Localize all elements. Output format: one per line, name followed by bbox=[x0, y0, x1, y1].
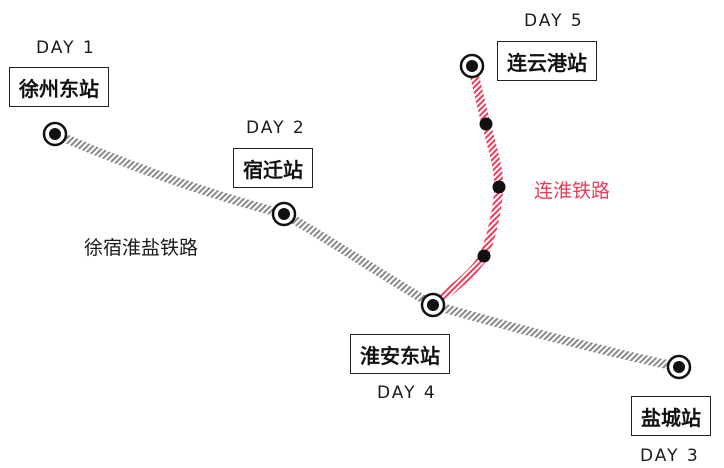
station-marker-huaian-east bbox=[420, 292, 446, 318]
day-label-lianyungang: DAY 5 bbox=[524, 11, 584, 31]
station-marker-lianyungang bbox=[459, 53, 485, 79]
xu-su-huai-yan-railway-line bbox=[53, 129, 680, 372]
station-marker-suqian bbox=[271, 201, 297, 227]
station-name-suqian: 宿迁站 bbox=[233, 148, 313, 188]
day-label-xuzhou-east: DAY 1 bbox=[36, 38, 96, 58]
day-label-yancheng: DAY 3 bbox=[640, 446, 700, 466]
intermediate-stop-dot bbox=[492, 180, 506, 194]
line-label-xu-su-huai-yan: 徐宿淮盐铁路 bbox=[84, 237, 199, 259]
station-name-huaian-east: 淮安东站 bbox=[350, 334, 450, 374]
intermediate-stop-dot bbox=[479, 117, 493, 131]
day-label-suqian: DAY 2 bbox=[246, 118, 306, 138]
lian-huai-railway-line bbox=[430, 64, 504, 309]
day-label-huaian-east: DAY 4 bbox=[377, 383, 437, 403]
intermediate-stop-dot bbox=[477, 249, 491, 263]
station-marker-yancheng bbox=[666, 354, 692, 380]
station-marker-xuzhou-east bbox=[42, 121, 68, 147]
station-name-lianyungang: 连云港站 bbox=[497, 41, 597, 81]
line-label-lian-huai: 连淮铁路 bbox=[534, 180, 611, 202]
station-name-yancheng: 盐城站 bbox=[631, 396, 711, 436]
station-name-xuzhou-east: 徐州东站 bbox=[9, 67, 109, 107]
